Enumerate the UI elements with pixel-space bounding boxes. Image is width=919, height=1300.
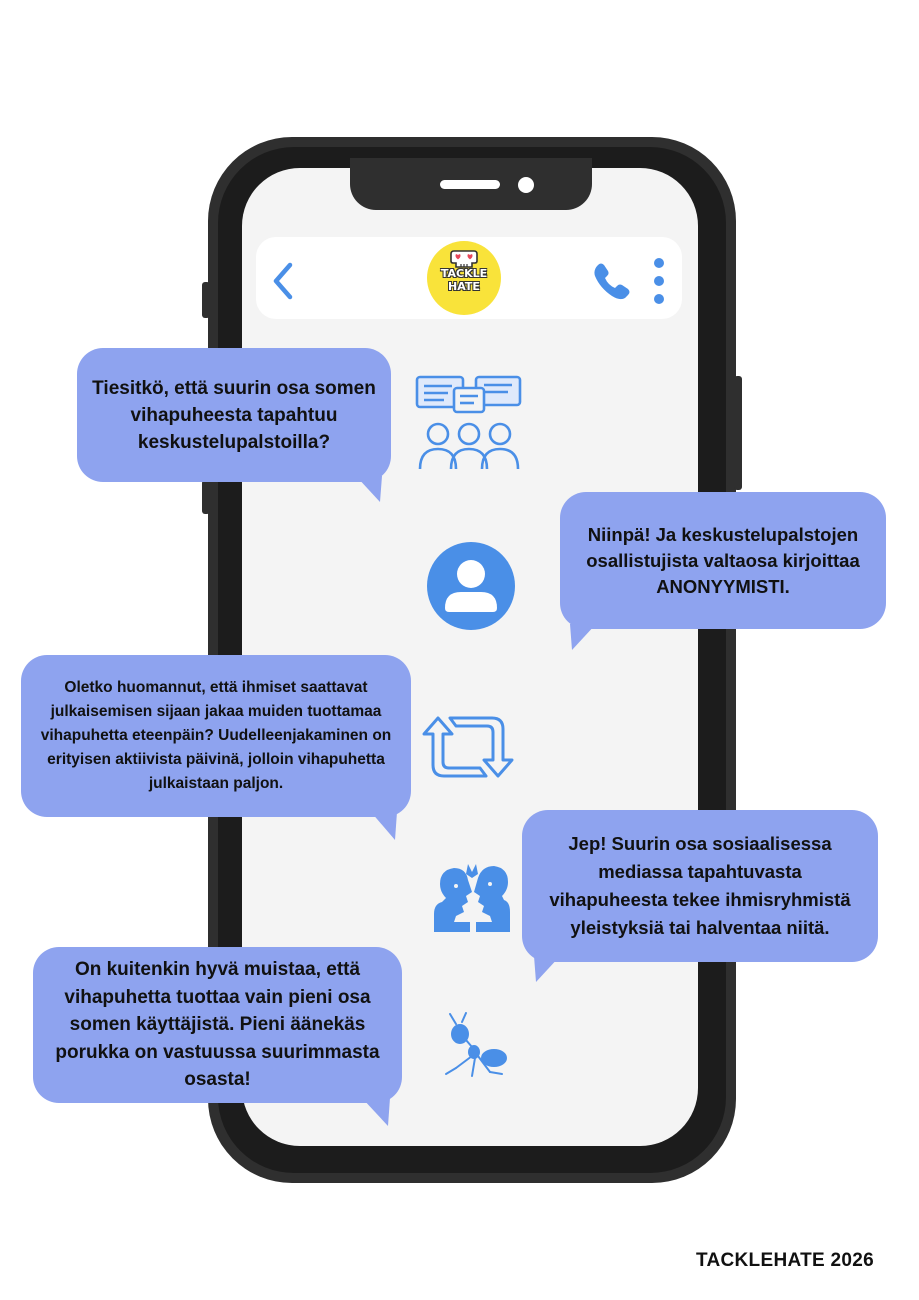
front-camera xyxy=(518,177,534,193)
chevron-left-icon[interactable] xyxy=(270,262,296,300)
chat-bubble-left: Tiesitkö, että suurin osa somen vihapuhe… xyxy=(77,348,391,482)
bubble-tail xyxy=(356,476,382,502)
message-text: Tiesitkö, että suurin osa somen vihapuhe… xyxy=(92,377,376,453)
conflict-faces-icon xyxy=(434,864,510,932)
discussion-group-icon xyxy=(415,375,522,470)
tacklehate-logo[interactable]: TACKLE HATE xyxy=(427,241,501,315)
skull-heart-eyes-icon xyxy=(450,250,478,268)
chat-bubble-right: Niinpä! Ja keskustelupalstojen osallistu… xyxy=(560,492,886,629)
more-vertical-icon[interactable] xyxy=(652,257,666,305)
volume-up-button xyxy=(202,282,210,318)
bubble-tail xyxy=(570,624,596,650)
ant-icon xyxy=(445,1012,507,1077)
volume-down-button xyxy=(202,480,210,514)
user-profile-icon xyxy=(427,542,515,630)
repost-icon xyxy=(422,716,514,778)
logo-text-line2: HATE xyxy=(448,280,480,293)
chat-bubble-left: Oletko huomannut, että ihmiset saattavat… xyxy=(21,655,411,817)
bubble-tail xyxy=(362,1098,390,1126)
footer-credit: TACKLEHATE 2026 xyxy=(696,1250,874,1271)
phone-icon[interactable] xyxy=(592,260,632,300)
bubble-tail xyxy=(371,812,397,840)
bubble-tail xyxy=(534,956,560,982)
message-text: Oletko huomannut, että ihmiset saattavat… xyxy=(40,679,392,792)
chat-bubble-right: Jep! Suurin osa sosiaalisessa mediassa t… xyxy=(522,810,878,962)
message-text: Niinpä! Ja keskustelupalstojen osallistu… xyxy=(586,523,860,597)
logo-text-line1: TACKLE xyxy=(440,267,488,280)
message-text: Jep! Suurin osa sosiaalisessa mediassa t… xyxy=(549,833,851,938)
speaker-grille xyxy=(440,180,500,189)
logo-text: TACKLE HATE xyxy=(427,267,501,293)
chat-bubble-left: On kuitenkin hyvä muistaa, että vihapuhe… xyxy=(33,947,402,1103)
message-text: On kuitenkin hyvä muistaa, että vihapuhe… xyxy=(55,959,380,1091)
power-button xyxy=(734,376,742,490)
